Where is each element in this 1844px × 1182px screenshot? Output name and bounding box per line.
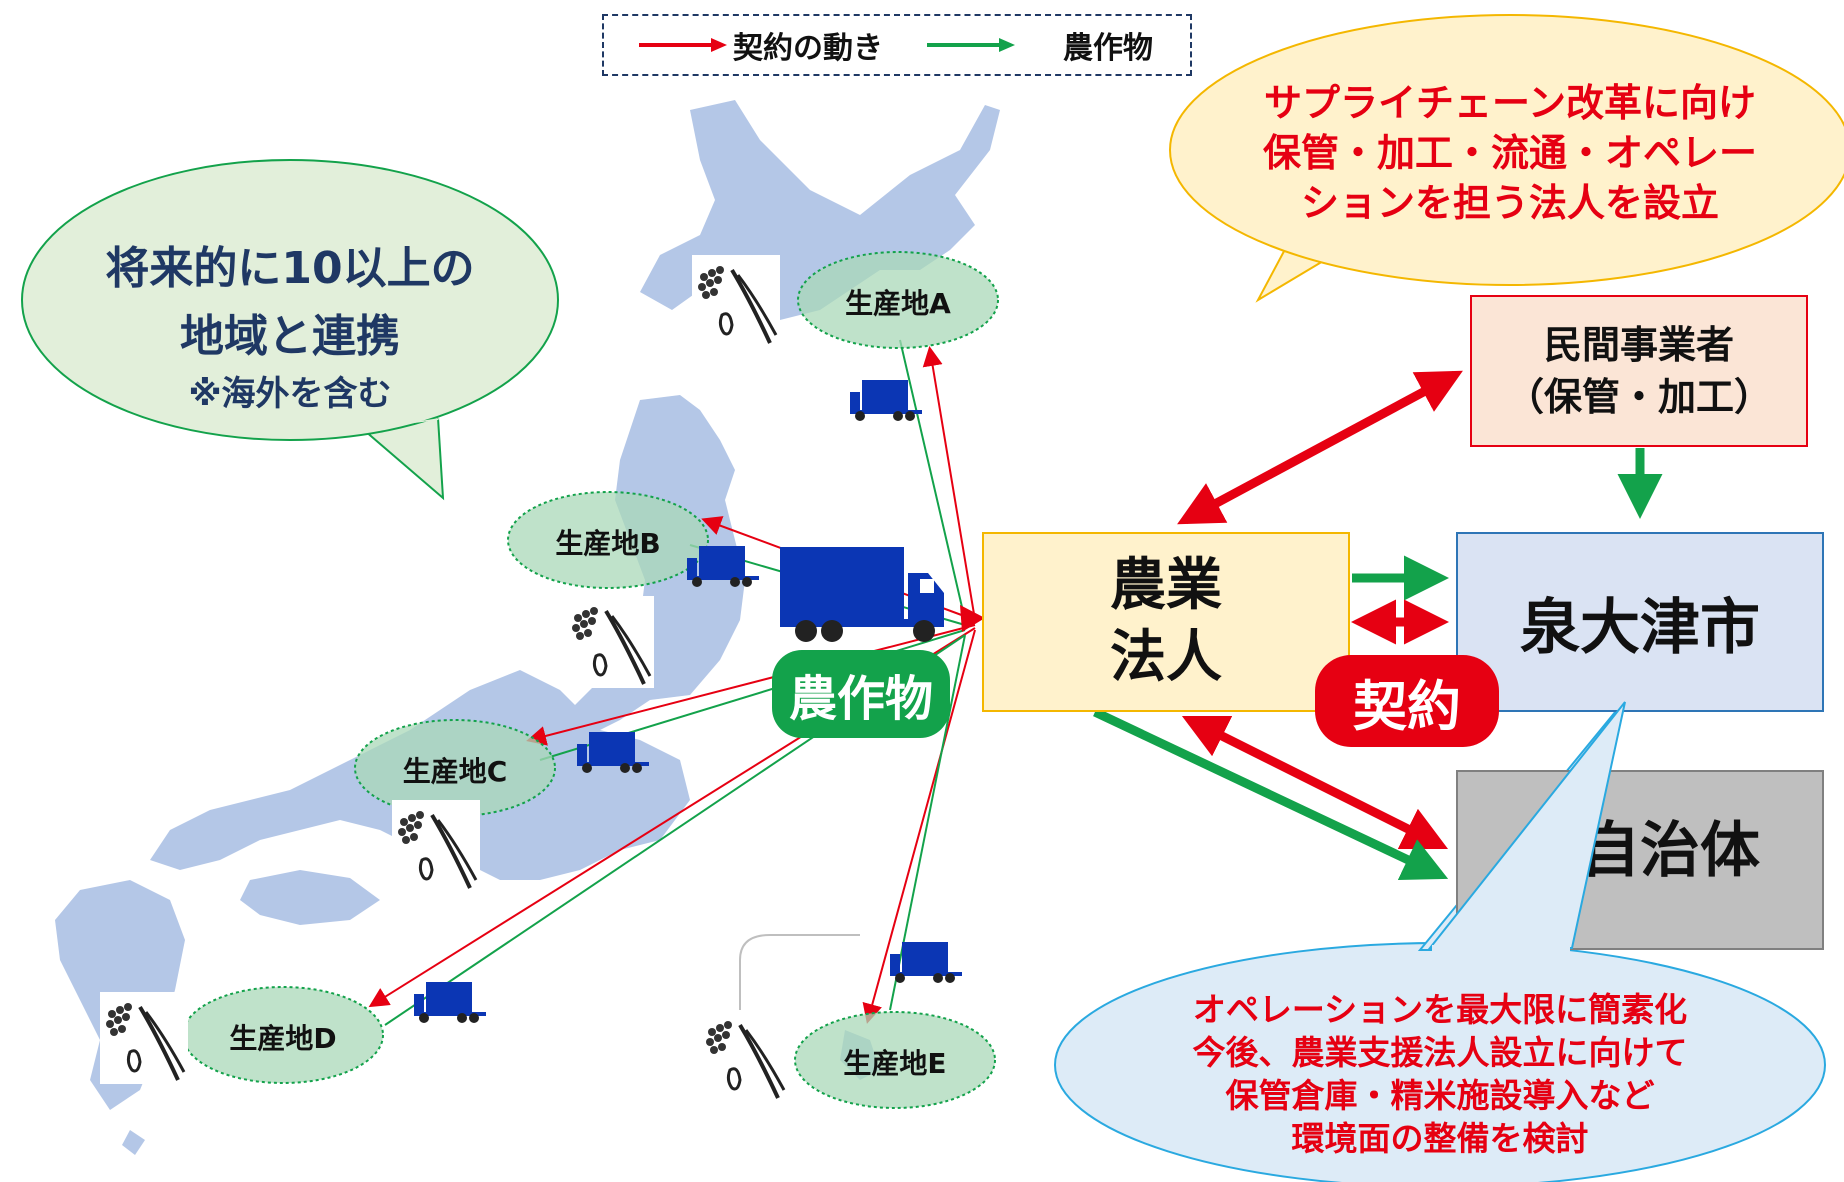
rice-plant-icon: [692, 255, 780, 347]
legend-green-arrow-icon: [927, 38, 1015, 52]
top-right-bubble-line2: 保管・加工・流通・オペレー: [1262, 131, 1757, 175]
truck-icon: [414, 982, 486, 1023]
site-c-ellipse: [354, 719, 556, 817]
site-d-label: 生産地D: [229, 1022, 337, 1055]
rice-plant-icon: [392, 800, 480, 892]
bottom-right-bubble-line2: 今後、農業支援法人設立に向けて: [1192, 1033, 1688, 1072]
left-bubble-line3: ※海外を含む: [188, 374, 392, 414]
private-business-box: 民間事業者 （保管・加工）: [1470, 295, 1808, 447]
legend-contract-label: 契約の動き: [733, 31, 883, 66]
farm-corporation-line1: 農業: [1110, 553, 1222, 618]
farm-corporation-box: 農業 法人: [982, 532, 1350, 712]
farm-corporation-line2: 法人: [1110, 625, 1222, 690]
private-business-line2: （保管・加工）: [1505, 375, 1772, 419]
rice-plant-icon: [700, 1010, 788, 1102]
top-right-bubble-line1: サプライチェーン改革に向け: [1263, 81, 1757, 125]
rice-plant-icon: [100, 992, 188, 1084]
rice-plant-icon: [566, 596, 654, 688]
left-bubble-line1: 将来的に10以上の: [105, 243, 475, 294]
private-business-line1: 民間事業者: [1543, 323, 1734, 367]
large-truck-icon: [780, 547, 944, 642]
site-e-label: 生産地E: [843, 1047, 947, 1080]
top-right-bubble-text: サプライチェーン改革に向け 保管・加工・流通・オペレー ションを担う法人を設立: [1215, 78, 1805, 228]
contract-badge: 契約: [1315, 655, 1499, 747]
truck-icon: [687, 546, 759, 587]
left-bubble-text: 将来的に10以上の 地域と連携 ※海外を含む: [60, 232, 520, 415]
left-bubble-line2: 地域と連携: [180, 311, 400, 362]
site-a-label: 生産地A: [845, 287, 951, 320]
bottom-right-bubble-text: オペレーションを最大限に簡素化 今後、農業支援法人設立に向けて 保管倉庫・精米施…: [1080, 988, 1800, 1160]
bottom-right-bubble-line1: オペレーションを最大限に簡素化: [1192, 990, 1688, 1029]
legend-red-arrow-icon: [639, 38, 727, 52]
legend: 契約の動き 農作物: [602, 14, 1192, 76]
site-b-label: 生産地B: [555, 527, 661, 560]
izumiotsu-city-box: 泉大津市: [1456, 532, 1824, 712]
truck-icon: [577, 732, 649, 773]
top-right-bubble-line3: ションを担う法人を設立: [1300, 181, 1719, 225]
crops-badge: 農作物: [772, 650, 950, 738]
site-e-ellipse: [794, 1011, 996, 1109]
truck-icon: [890, 942, 962, 983]
site-c-label: 生産地C: [402, 755, 508, 788]
bottom-right-bubble-line3: 保管倉庫・精米施設導入など: [1225, 1076, 1655, 1115]
legend-crop-label: 農作物: [1063, 31, 1153, 66]
site-a-ellipse: [797, 251, 999, 349]
truck-icon: [850, 380, 922, 421]
site-b-ellipse: [507, 491, 709, 589]
site-d-ellipse: [182, 986, 384, 1084]
bottom-right-bubble-line4: 環境面の整備を検討: [1291, 1119, 1589, 1158]
